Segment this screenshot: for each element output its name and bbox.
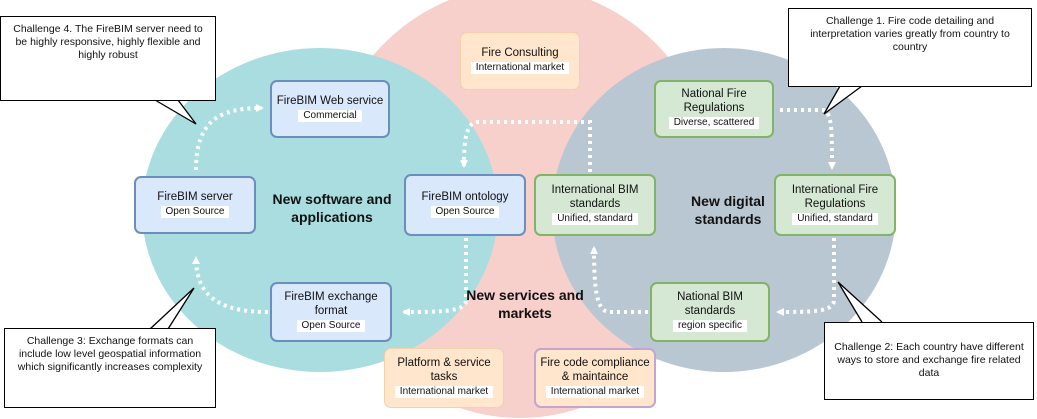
callout-challenge-3: Challenge 3: Exchange formats can includ… [4,328,216,408]
arrow-national-to-intl-fire [780,108,836,170]
arrow-intl-fire-to-national-bim [776,238,836,316]
box-tag: Diverse, scattered [668,117,760,129]
box-title: FireBIM Web service [276,95,384,107]
box-title: International BIM standards [551,184,639,210]
box-national-fire-regulations: National Fire Regulations Diverse, scatt… [654,80,774,138]
region-label-standards: New digital standards [691,193,765,227]
box-platform-service-tasks: Platform & service tasks International m… [384,348,504,408]
box-title: National Fire Regulations [681,88,747,114]
box-title: National BIM standards [677,291,743,317]
box-tag: International market [545,386,645,398]
box-firebim-web-service: FireBIM Web service Commercial [270,80,390,138]
box-tag: Unified, standard [552,213,638,225]
box-fire-consulting: Fire Consulting International market [460,32,580,90]
callout-challenge-4: Challenge 4. The FireBIM server need to … [0,16,216,101]
box-title: International Fire Regulations [791,184,879,210]
box-international-fire-regulations: International Fire Regulations Unified, … [774,174,896,236]
box-fire-code-compliance: Fire code compliance & maintaince Intern… [534,348,656,408]
arrow-server-to-web [194,104,264,171]
callout-c4-pointer [154,99,197,125]
box-firebim-ontology: FireBIM ontology Open Source [404,174,526,236]
arrow-exchange-to-server [192,256,269,314]
callout-c1-pointer [823,85,863,115]
box-international-bim-standards: International BIM standards Unified, sta… [534,174,656,236]
region-label-software: New software and applications [272,191,392,225]
arrow-national-bim-to-intl-bim [590,246,648,314]
box-title: FireBIM ontology [421,191,509,203]
box-tag: Unified, standard [792,213,878,225]
box-title: Fire Consulting [481,47,559,59]
callout-challenge-2: Challenge 2: Each country have different… [824,322,1034,400]
software-circle [142,48,498,372]
callout-c3-pointer [149,287,195,330]
box-tag: region specific [673,320,747,332]
box-national-bim-standards: National BIM standards region specific [650,282,770,342]
region-label-services: New services and markets [466,287,584,321]
arrow-bim-to-ontology [460,120,592,172]
callout-challenge-1: Challenge 1. Fire code detailing and int… [788,8,1032,87]
box-title: FireBIM exchange format [284,291,378,317]
box-title: FireBIM server [157,191,233,203]
box-title: Platform & service tasks [397,357,491,383]
box-tag: Open Source [160,206,230,218]
box-firebim-exchange-format: FireBIM exchange format Open Source [270,282,392,342]
box-title: Fire code compliance & maintaince [540,357,650,383]
box-tag: International market [470,62,570,74]
box-tag: Commercial [298,110,362,122]
box-tag: Open Source [430,206,500,218]
box-tag: International market [394,386,494,398]
box-tag: Open Source [296,320,366,332]
callout-c2-pointer [837,281,883,323]
box-firebim-server: FireBIM server Open Source [134,176,256,234]
standards-circle [552,48,896,372]
